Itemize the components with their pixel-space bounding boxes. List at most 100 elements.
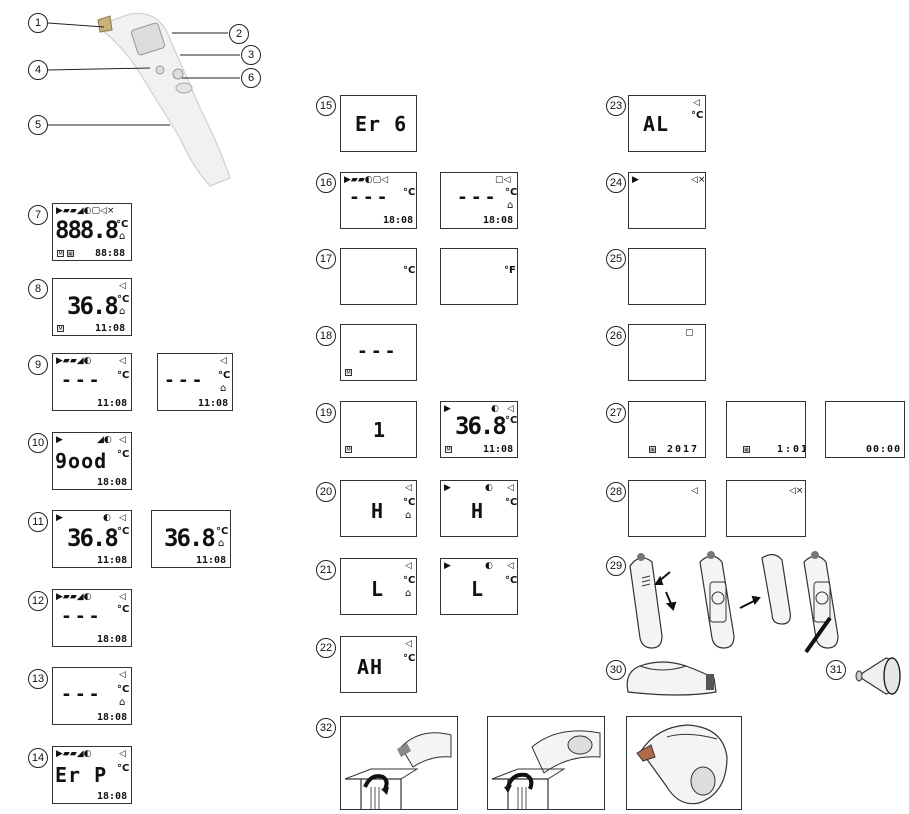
speaker-icon: ◁	[119, 513, 126, 523]
lcd-set-date: ▦ 1:01	[726, 401, 806, 458]
thermometer-illustration	[80, 8, 280, 188]
memory-icon: M	[57, 250, 64, 257]
lcd-main-value: AL	[643, 112, 670, 136]
unit-label: °C	[117, 370, 130, 381]
lcd-high-home: ◁ H °C ⌂	[340, 480, 417, 537]
lcd-good: ▶ ◢◐ ◁ 9ood °C 18:08	[52, 432, 132, 490]
unit-label: °C	[691, 110, 704, 121]
lcd-dashes-home: ◁ --- °C ⌂ 11:08	[157, 353, 233, 411]
lcd-fahrenheit: °F	[440, 248, 518, 305]
status-icons: ▶▰▰◢◐	[56, 356, 92, 366]
figure-number: 10	[28, 433, 48, 453]
unit-label: °C	[505, 575, 518, 586]
speaker-icon: ◁	[507, 561, 514, 571]
unit-label: °C	[117, 449, 130, 460]
lcd-time: 00:00	[866, 444, 902, 455]
figure-number: 11	[28, 512, 48, 532]
home-icon: ⌂	[119, 697, 126, 708]
figure-number: 22	[316, 638, 336, 658]
holder-step-2	[487, 716, 605, 810]
probe-icon: ◐	[491, 404, 499, 414]
lcd-main-value: H	[471, 499, 485, 523]
speaker-icon: ◁	[220, 356, 227, 366]
lcd-main-value: 9ood	[55, 449, 108, 473]
lcd-temperature: ◁ 36.8 °C ⌂ M 11:08	[52, 278, 132, 336]
unit-label: °C	[117, 294, 130, 305]
memory-icon: M	[345, 369, 352, 376]
lcd-memory-index: 1 M	[340, 401, 417, 458]
memory-icon: M	[57, 325, 64, 332]
status-icons: ▶	[56, 435, 63, 445]
lcd-time: 88:88	[95, 248, 126, 259]
lcd-time: 11:08	[198, 398, 229, 409]
speaker-mute-icon: ◁×	[691, 175, 706, 185]
status-icons: ▶	[444, 561, 451, 571]
figure-number: 13	[28, 669, 48, 689]
battery-replacement-illustration	[622, 548, 882, 658]
lcd-time: 18:08	[97, 477, 128, 488]
lcd-main-value: H	[371, 499, 385, 523]
lcd-main-value: 36.8	[164, 524, 216, 552]
lcd-dashes-home: ▢◁ --- °C ⌂ 18:08	[440, 172, 518, 229]
probe-icon: ◐	[485, 561, 493, 571]
lcd-main-value: 36.8	[455, 412, 507, 440]
lcd-main-value: ---	[457, 187, 499, 208]
lcd-temperature-home: 36.8 °C ⌂ 11:08	[151, 510, 231, 568]
home-icon: ⌂	[405, 510, 412, 521]
figure-number: 24	[606, 173, 626, 193]
probe-icon: ◐	[485, 483, 493, 493]
status-icons: ▢◁	[495, 175, 511, 185]
unit-label: °C	[403, 265, 416, 276]
speaker-mute-icon: ◁×	[789, 486, 804, 496]
lcd-time: 18:08	[383, 215, 414, 226]
speaker-icon: ◁	[119, 749, 126, 759]
figure-number: 16	[316, 173, 336, 193]
unit-label: °C	[403, 575, 416, 586]
calendar-icon: ▦	[67, 250, 74, 257]
unit-label: °C	[117, 684, 130, 695]
storage-pouch-illustration	[622, 652, 722, 700]
lcd-time: 11:08	[95, 323, 126, 334]
status-icons: ▶▰▰◢◐	[56, 592, 92, 602]
lcd-memory-temperature: ▶ ◐ ◁ 36.8 °C M 11:08	[440, 401, 518, 458]
memory-icon: M	[445, 446, 452, 453]
probe-cover-illustration	[850, 652, 906, 700]
status-icons: ▶	[632, 175, 639, 185]
lcd-time: 18:08	[97, 791, 128, 802]
lcd-main-value: 36.8	[67, 524, 119, 552]
lcd-year: 2017	[667, 444, 700, 455]
figure-number: 23	[606, 96, 626, 116]
lcd-time: 11:08	[196, 555, 227, 566]
figure-number: 30	[606, 660, 626, 680]
figure-number: 15	[316, 96, 336, 116]
figure-number: 25	[606, 249, 626, 269]
speaker-icon: ◁	[507, 404, 514, 414]
lcd-main-value: AH	[357, 655, 384, 679]
figure-number: 28	[606, 482, 626, 502]
probe-icon: ◢◐	[97, 435, 112, 445]
status-icons: ▶▰▰◢◐▢◁×	[56, 206, 115, 216]
unit-label: °C	[505, 497, 518, 508]
lcd-memory-dashes: --- M	[340, 324, 417, 381]
lcd-main-value: 1	[373, 418, 387, 442]
unit-label: °C	[403, 653, 416, 664]
figure-number: 8	[28, 279, 48, 299]
probe-icon: ◐	[103, 513, 111, 523]
lcd-time: 11:08	[97, 555, 128, 566]
calendar-icon: ▦	[649, 446, 656, 453]
speaker-icon: ◁	[119, 281, 126, 291]
lcd-error-6: Er 6	[340, 95, 417, 152]
holder-step-1	[340, 716, 458, 810]
speaker-icon: ◁	[119, 435, 126, 445]
lcd-dashes-home: ◁ --- °C ⌂ 18:08	[52, 667, 132, 725]
speaker-icon: ◁	[405, 483, 412, 493]
lcd-sound-off: ◁×	[726, 480, 806, 537]
figure-number: 20	[316, 482, 336, 502]
status-icons: ▶▰▰◐▢◁	[344, 175, 389, 185]
lcd-probe-cover: ▢	[628, 324, 706, 381]
unit-label: °F	[504, 265, 516, 276]
lcd-main-value: L	[471, 577, 485, 601]
home-icon: ⌂	[507, 200, 514, 211]
lcd-set-time: 00:00	[825, 401, 905, 458]
speaker-icon: ◁	[693, 98, 700, 108]
